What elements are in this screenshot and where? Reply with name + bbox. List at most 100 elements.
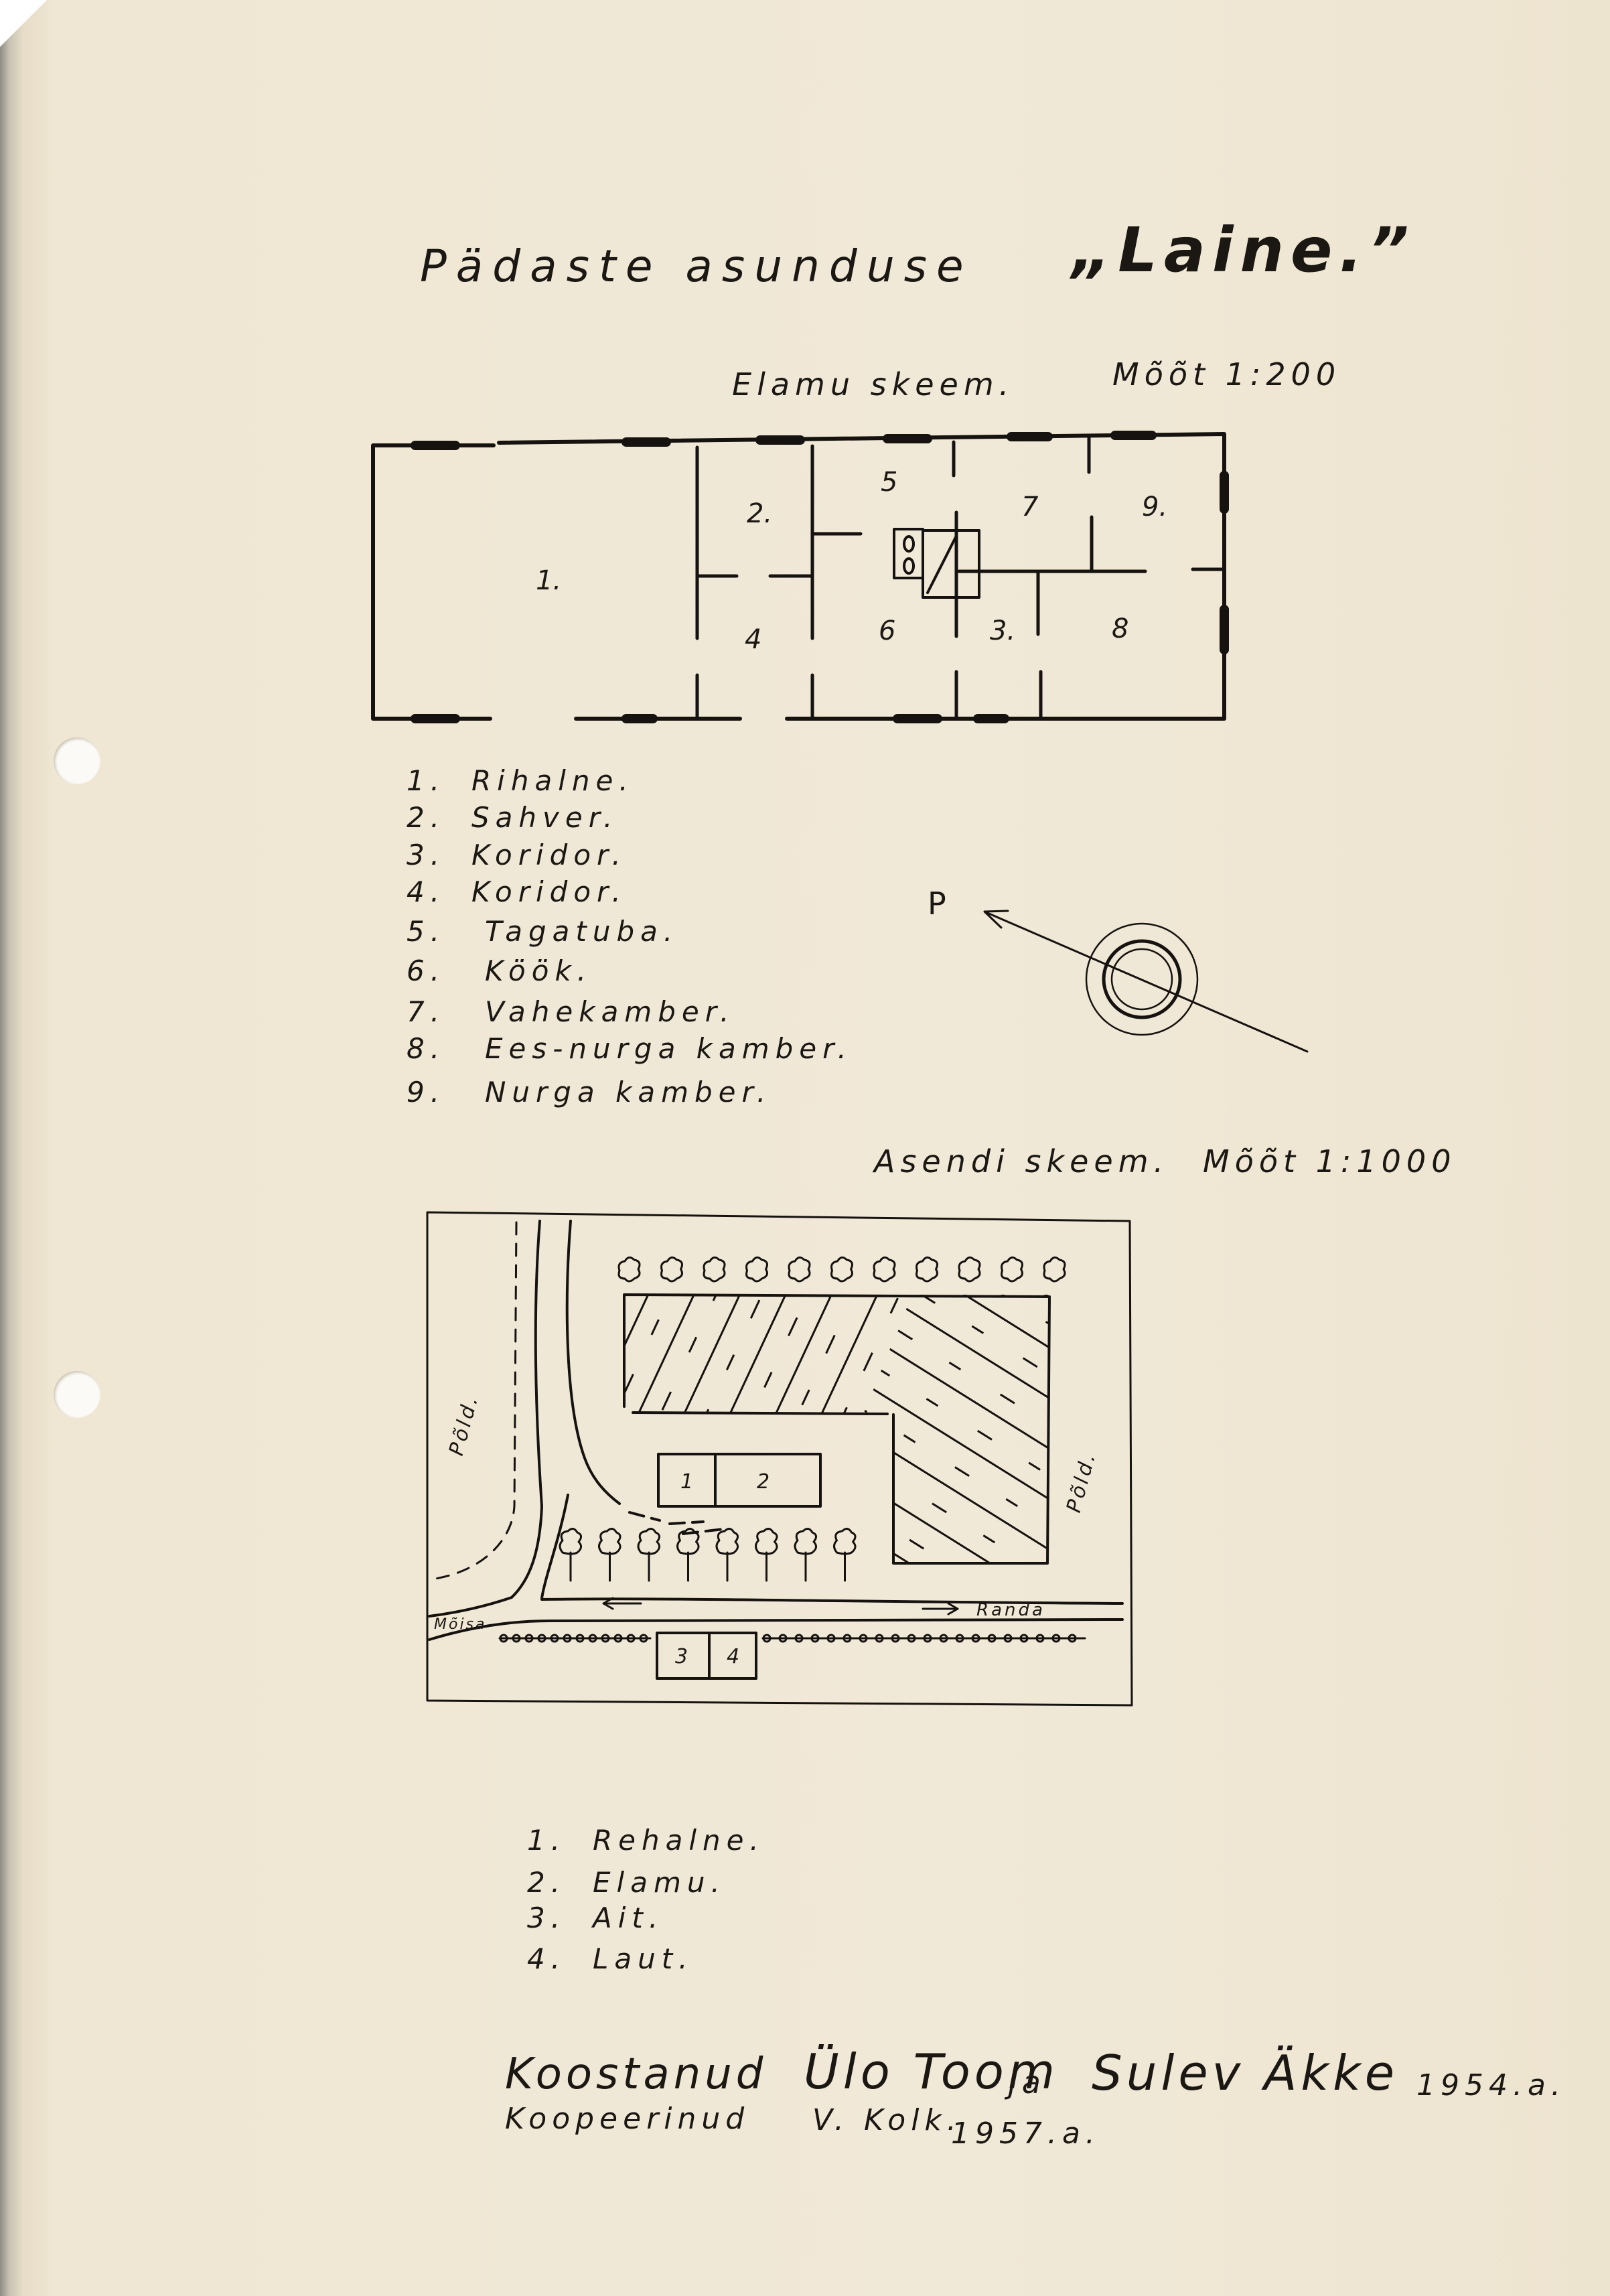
fence-post-icon bbox=[537, 1634, 546, 1643]
fence-post-icon bbox=[794, 1634, 804, 1643]
author-1: Ülo Toom bbox=[804, 2043, 1059, 2100]
compiled-label: Koostanud bbox=[505, 2050, 767, 2099]
footer-signature: Koostanud Ülo Toom ja Sulev Äkke 1954.a.… bbox=[505, 2043, 1566, 2151]
fence-post-icon bbox=[575, 1634, 585, 1643]
fence-post-icon bbox=[626, 1634, 636, 1643]
arrow-head-icon bbox=[983, 910, 1009, 929]
room-label: 5 bbox=[881, 467, 897, 498]
punch-hole bbox=[54, 737, 100, 784]
legend-number: 3. bbox=[407, 839, 445, 871]
legend-number: 5. bbox=[407, 915, 445, 948]
legend-number: 9. bbox=[407, 1076, 445, 1108]
tree-icon bbox=[598, 1528, 621, 1582]
bush-icon bbox=[830, 1257, 853, 1283]
legend-number: 7. bbox=[407, 995, 445, 1028]
bush-icon bbox=[958, 1257, 981, 1283]
fence-post-icon bbox=[1019, 1634, 1029, 1643]
compiled-year: 1954.a. bbox=[1416, 2068, 1566, 2102]
fence-post-icon bbox=[778, 1634, 788, 1643]
bush-icon bbox=[873, 1257, 896, 1283]
fence-post-icon bbox=[1003, 1634, 1013, 1643]
site-frame bbox=[426, 1211, 1133, 1707]
settlement-name: „Laine.” bbox=[1069, 214, 1416, 286]
building-label: 1 bbox=[680, 1470, 696, 1494]
room-label: 2. bbox=[747, 498, 772, 529]
legend-room-name: Koridor. bbox=[471, 839, 627, 871]
bush-icon bbox=[617, 1257, 641, 1283]
building-ait-laut bbox=[656, 1632, 757, 1680]
bush-row bbox=[617, 1257, 1066, 1283]
tree-icon bbox=[559, 1528, 582, 1582]
tree-icon bbox=[794, 1528, 817, 1582]
room-labels: 1. 2. 3. 4 5 6 7 8 9. bbox=[536, 467, 1167, 655]
bush-icon bbox=[745, 1257, 768, 1283]
document-title: Pädaste asunduse bbox=[420, 240, 973, 292]
site-plan-scale: Mõõt 1:1000 bbox=[1203, 1143, 1456, 1179]
legend-number: 4. bbox=[407, 875, 445, 908]
copied-label: Koopeerinud bbox=[505, 2102, 749, 2136]
legend-room-name: Vahekamber. bbox=[485, 995, 735, 1028]
site-plan: 1 2 3 4 Põld. Põld. Mõisa Randa bbox=[426, 1211, 1133, 1707]
legend-number: 2. bbox=[527, 1866, 566, 1899]
field-label-left: Põld. bbox=[445, 1392, 484, 1458]
garden-border bbox=[623, 1293, 1051, 1565]
fence-post-icon bbox=[639, 1634, 648, 1643]
legend-building-name: Rehalne. bbox=[593, 1824, 765, 1857]
fence-post-icon bbox=[875, 1634, 884, 1643]
fence-post-icon bbox=[601, 1634, 610, 1643]
legend-room-name: Sahver. bbox=[471, 801, 618, 834]
building-label: 4 bbox=[727, 1645, 742, 1668]
legend-room-name: Rihalne. bbox=[471, 764, 634, 797]
fence-post-icon bbox=[1035, 1634, 1045, 1643]
legend-number: 1. bbox=[407, 764, 445, 797]
tree-icon bbox=[637, 1528, 660, 1582]
fence-post-icon bbox=[939, 1634, 948, 1643]
interior-walls bbox=[695, 436, 1226, 721]
legend-number: 8. bbox=[407, 1032, 445, 1065]
site-plan-caption: Asendi skeem. bbox=[872, 1143, 1169, 1179]
legend-room-name: Köök. bbox=[485, 954, 592, 987]
cut-corner bbox=[0, 0, 47, 47]
fence-post-icon bbox=[843, 1634, 852, 1643]
legend-building-name: Elamu. bbox=[593, 1866, 726, 1899]
fence-post-icon bbox=[512, 1634, 521, 1643]
legend-building-name: Ait. bbox=[591, 1902, 664, 1934]
arrow-left-icon bbox=[602, 1597, 642, 1610]
fence-post-icon bbox=[923, 1634, 932, 1643]
bush-icon bbox=[788, 1257, 811, 1283]
fence-post-icon bbox=[588, 1634, 597, 1643]
direction-arrows bbox=[602, 1597, 959, 1616]
fence-post-icon bbox=[971, 1634, 980, 1643]
room-label: 4 bbox=[745, 624, 761, 655]
legend-number: 2. bbox=[407, 801, 445, 834]
legend-number: 1. bbox=[527, 1824, 566, 1857]
punch-hole bbox=[54, 1371, 100, 1418]
floor-plan: 1. 2. 3. 4 5 6 7 8 9. bbox=[371, 431, 1229, 723]
room-label: 3. bbox=[990, 616, 1015, 646]
bush-icon bbox=[1043, 1257, 1066, 1283]
floor-plan-caption: Elamu skeem. bbox=[732, 366, 1014, 403]
fence-post-icon bbox=[762, 1634, 772, 1643]
arrow-right-icon bbox=[922, 1602, 959, 1616]
fence-post-icon bbox=[1051, 1634, 1061, 1643]
fence-post-icon bbox=[499, 1634, 508, 1643]
copied-year: 1957.a. bbox=[951, 2116, 1100, 2151]
building-label: 3 bbox=[675, 1645, 690, 1668]
fence-post-icon bbox=[550, 1634, 559, 1643]
tree-row bbox=[559, 1528, 857, 1582]
legend-room-name: Ees-nurga kamber. bbox=[485, 1032, 853, 1065]
building-label: 2 bbox=[757, 1470, 772, 1494]
legend-number: 4. bbox=[527, 1942, 566, 1975]
tree-icon bbox=[676, 1528, 700, 1582]
north-compass: P bbox=[928, 885, 1309, 1053]
tree-icon bbox=[833, 1528, 857, 1582]
fence-post-icon bbox=[826, 1634, 836, 1643]
legend-number: 6. bbox=[407, 954, 445, 987]
room-label: 9. bbox=[1142, 492, 1167, 522]
compass-label: P bbox=[928, 885, 952, 922]
author-2: Sulev Äkke bbox=[1092, 2045, 1398, 2101]
window-marks bbox=[411, 431, 1229, 723]
room-label: 7 bbox=[1021, 492, 1039, 522]
fence-post-icon bbox=[1068, 1634, 1077, 1643]
conjunction: ja bbox=[1004, 2064, 1046, 2100]
